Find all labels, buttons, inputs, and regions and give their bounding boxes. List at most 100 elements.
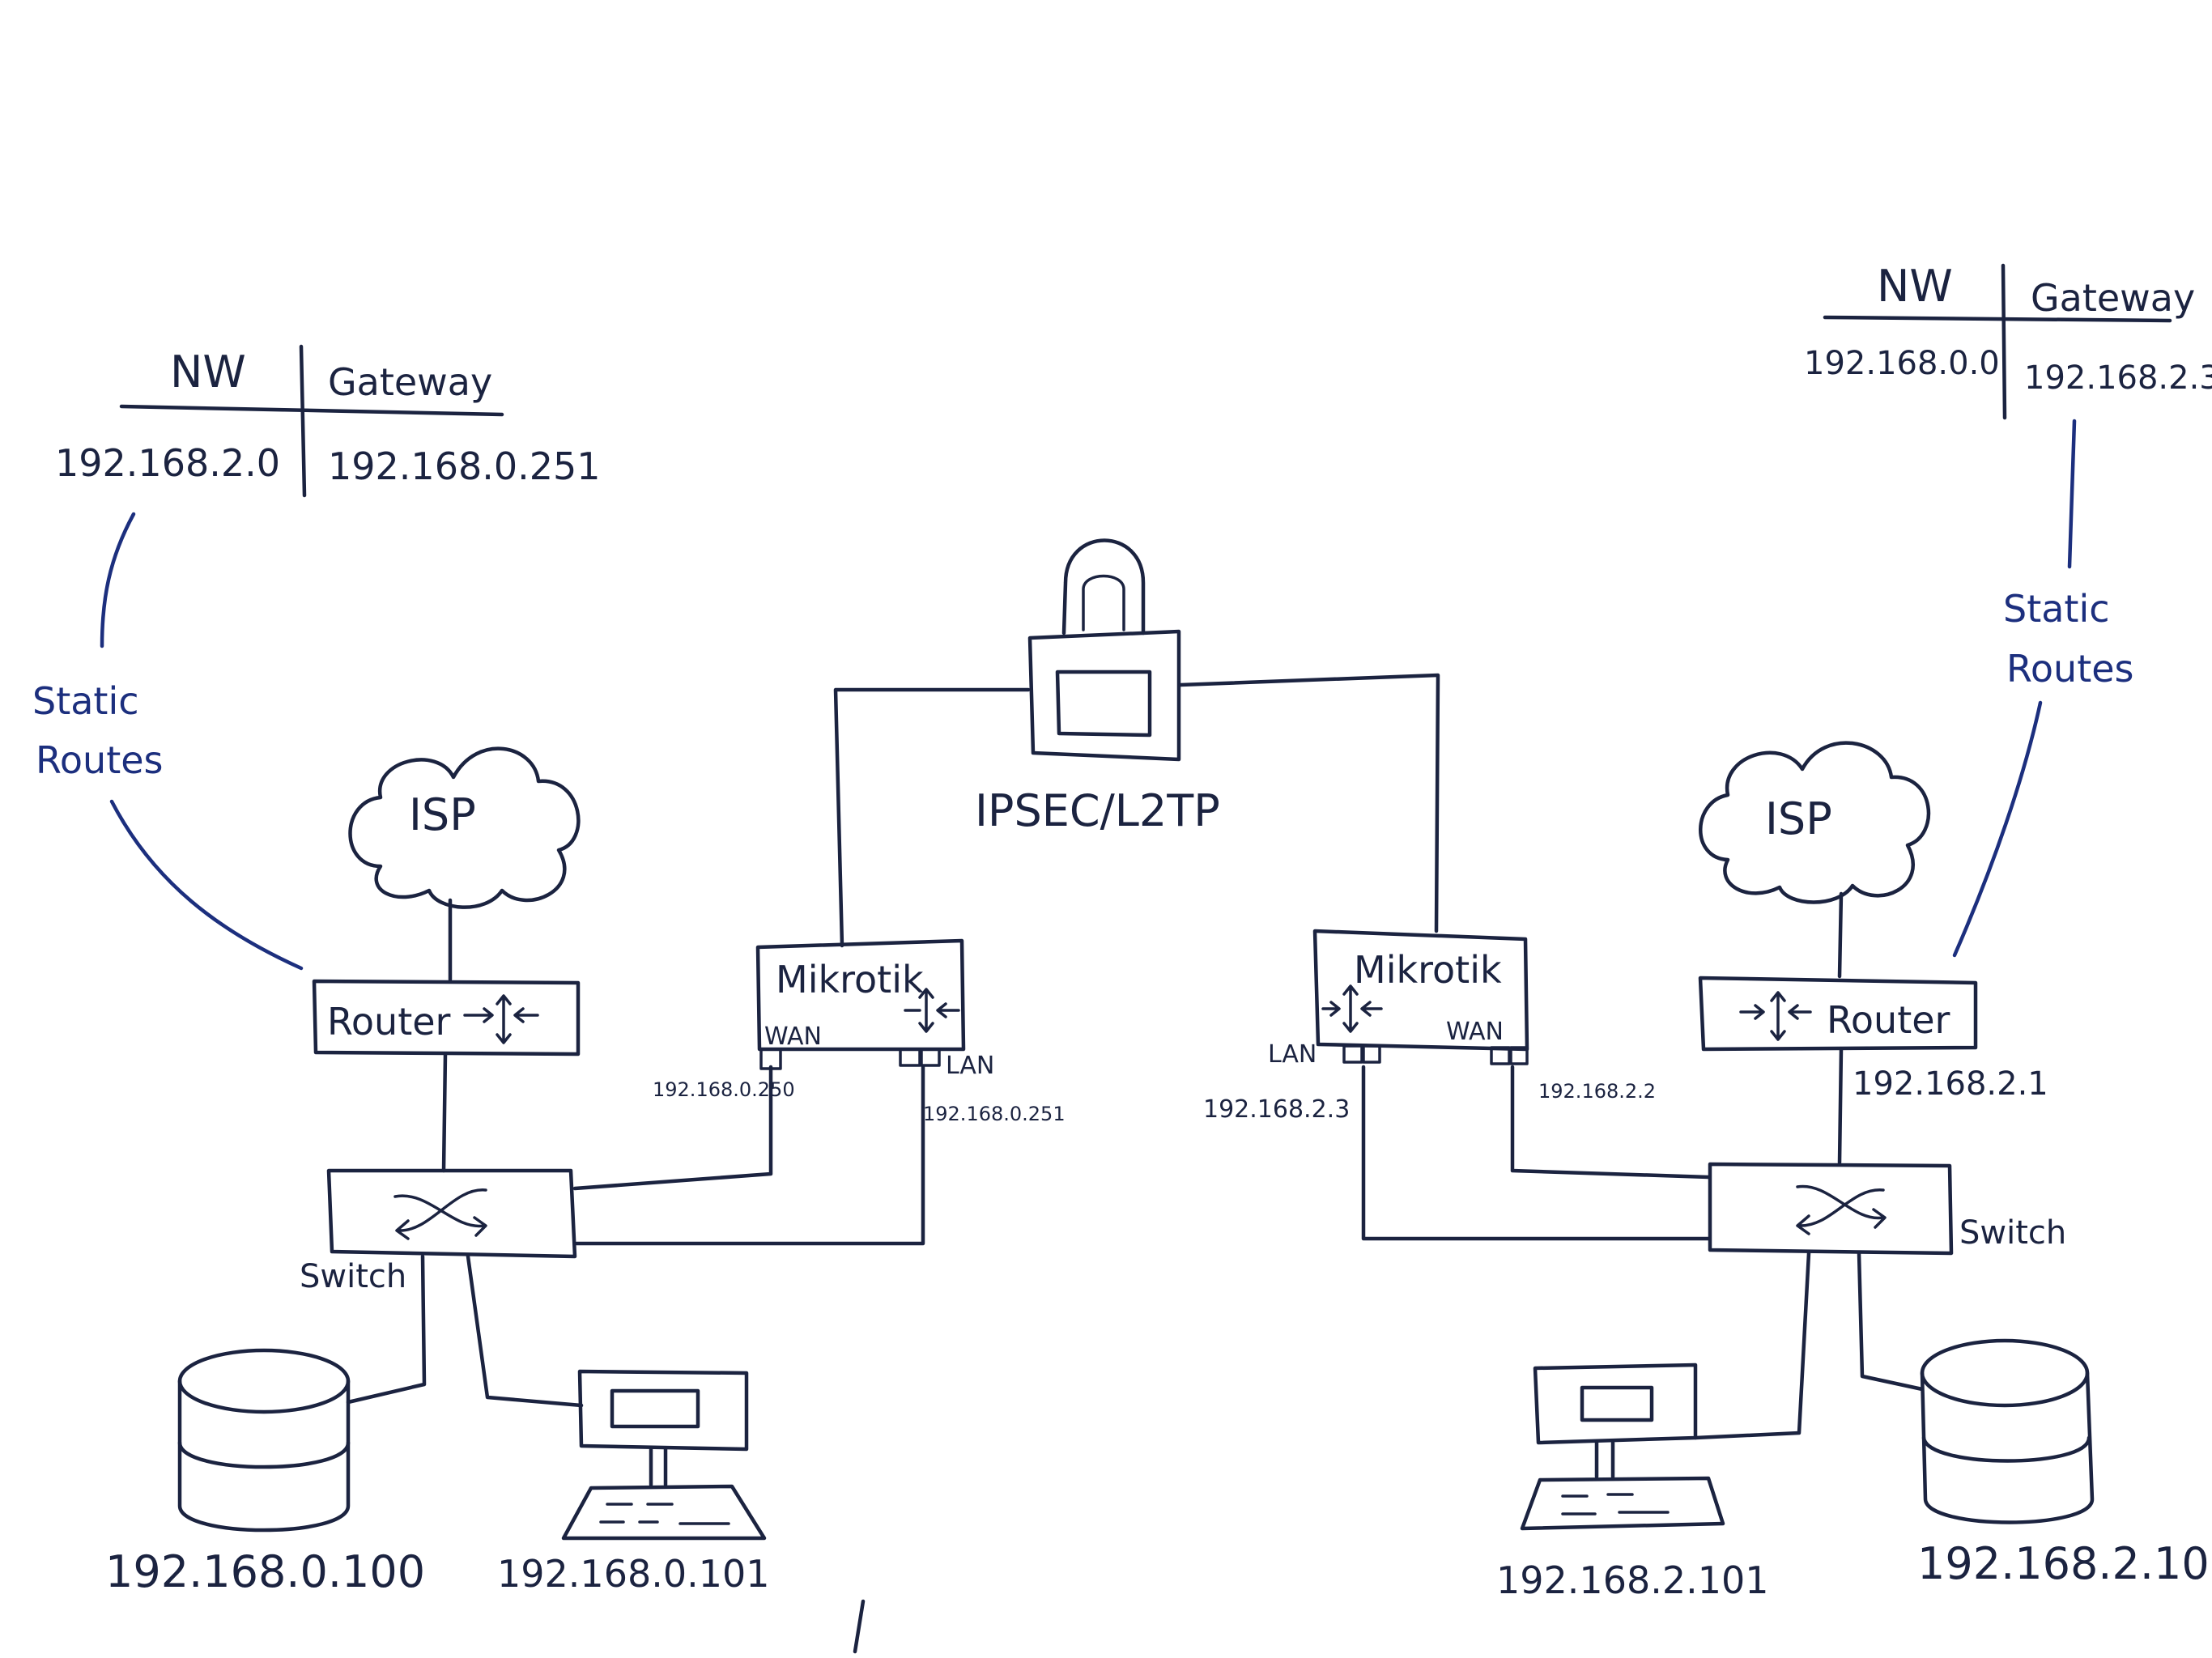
right-router: Router 192.168.2.1 xyxy=(1698,976,2048,1103)
right-mikrotik-label: Mikrotik xyxy=(1354,948,1502,992)
right-server-ip: 192.168.2.100 xyxy=(1917,1538,2212,1589)
left-table-col-gateway: Gateway xyxy=(328,360,492,404)
left-pc-screen xyxy=(610,1388,700,1429)
left-mikrotik-tunnel-cable xyxy=(833,687,1031,948)
right-table-nw-value: 192.168.0.0 xyxy=(1804,345,2000,382)
left-switch-mikrotik-lan-cable xyxy=(574,1065,925,1246)
right-pc-keyboard xyxy=(1520,1476,1725,1531)
left-isp-cloud: ISP xyxy=(348,746,581,909)
left-table-col-nw: NW xyxy=(170,346,246,397)
right-table-col-nw: NW xyxy=(1877,261,1953,312)
right-switch: Switch xyxy=(1708,1162,2066,1256)
right-mikrotik-wan-port-2 xyxy=(1509,1046,1529,1065)
right-router-label: Router xyxy=(1827,998,1950,1042)
left-table-gateway-value: 192.168.0.251 xyxy=(328,444,601,488)
right-isp-cloud: ISP xyxy=(1699,741,1931,904)
left-pc-ip: 192.168.0.101 xyxy=(497,1552,770,1596)
left-mikrotik-wan-ip: 192.168.0.250 xyxy=(653,1078,795,1101)
left-routing-table: NW Gateway 192.168.2.0 192.168.0.251 xyxy=(55,344,601,498)
right-switch-label: Switch xyxy=(1959,1214,2066,1252)
left-switch-box xyxy=(326,1168,577,1259)
left-mikrotik-arrows-icon xyxy=(904,988,960,1033)
right-switch-mikrotik-lan-cable xyxy=(1361,1065,1711,1241)
right-switch-mikrotik-wan-cable xyxy=(1510,1065,1711,1180)
left-mikrotik-lan-port-1 xyxy=(899,1048,921,1067)
left-server-top xyxy=(177,1348,351,1414)
left-pc: 192.168.0.101 xyxy=(497,1369,770,1596)
right-router-box xyxy=(1698,976,1978,1052)
right-mikrotik: Mikrotik WAN LAN 192.168.2.3 192.168.2.2 xyxy=(1203,929,1656,1124)
left-table-nw-value: 192.168.2.0 xyxy=(55,441,280,485)
lock-shackle-inner xyxy=(1082,574,1125,631)
right-table-col-gateway: Gateway xyxy=(2031,276,2195,320)
left-switch: Switch xyxy=(300,1168,577,1295)
left-switch-arrows-icon xyxy=(393,1188,487,1240)
right-router-ip: 192.168.2.1 xyxy=(1853,1065,2048,1103)
left-mikrotik-lan-label: LAN xyxy=(946,1052,994,1080)
left-table-header-line xyxy=(119,404,504,417)
right-router-arrows-icon xyxy=(1739,991,1812,1041)
right-routing-table: NW Gateway 192.168.0.0 192.168.2.3 xyxy=(1804,261,2212,420)
left-static-routes: Static Routes xyxy=(32,512,304,971)
right-isp-label: ISP xyxy=(1765,793,1832,844)
right-static-routes-arrow-top xyxy=(2067,419,2077,569)
right-mikrotik-wan-port-1 xyxy=(1490,1046,1511,1065)
right-mikrotik-lan-ip: 192.168.2.3 xyxy=(1203,1095,1350,1124)
right-mikrotik-wan-ip: 192.168.2.2 xyxy=(1538,1080,1656,1103)
left-mikrotik-box xyxy=(755,938,966,1052)
right-pc: 192.168.2.101 xyxy=(1496,1363,1769,1602)
right-switch-pc-cable xyxy=(1693,1251,1811,1440)
right-mikrotik-tunnel-cable xyxy=(1178,673,1440,933)
left-mikrotik: Mikrotik WAN LAN 192.168.0.250 192.168.0… xyxy=(653,938,1066,1125)
left-switch-mikrotik-wan-cable xyxy=(572,1065,773,1191)
left-server-band xyxy=(177,1440,351,1469)
right-table-header-line xyxy=(1823,315,2172,323)
ipsec-lock: IPSEC/L2TP xyxy=(975,538,1220,836)
left-pc-stand xyxy=(649,1447,668,1487)
left-mikrotik-lan-port-2 xyxy=(920,1048,941,1067)
left-isp-label: ISP xyxy=(409,789,476,840)
left-server-body xyxy=(177,1379,351,1533)
left-switch-server-cable xyxy=(346,1254,427,1405)
right-pc-keys xyxy=(1561,1493,1670,1516)
right-routes-label: Routes xyxy=(2006,647,2134,691)
left-server-ip: 192.168.0.100 xyxy=(105,1546,425,1597)
right-server-band xyxy=(1921,1435,2091,1463)
left-pc-keyboard xyxy=(561,1484,767,1541)
tunnel-label: IPSEC/L2TP xyxy=(975,785,1220,836)
lock-window xyxy=(1055,670,1152,738)
right-server: 192.168.2.100 xyxy=(1917,1338,2212,1589)
left-isp-cloud-shape xyxy=(348,746,581,909)
left-mikrotik-wan-label: WAN xyxy=(764,1022,822,1051)
right-table-divider xyxy=(2001,263,2007,420)
stray-pen-mark xyxy=(853,1599,866,1654)
right-isp-router-cable xyxy=(1837,891,1844,979)
right-mikrotik-arrows-icon xyxy=(1321,984,1383,1033)
right-mikrotik-lan-label: LAN xyxy=(1268,1040,1317,1069)
right-pc-ip: 192.168.2.101 xyxy=(1496,1558,1769,1602)
left-router: Router xyxy=(312,979,581,1056)
right-pc-monitor xyxy=(1533,1363,1698,1445)
right-pc-stand xyxy=(1594,1440,1615,1479)
right-switch-arrows-icon xyxy=(1796,1184,1887,1235)
left-static-label: Static xyxy=(32,679,139,723)
left-table-divider xyxy=(299,344,307,498)
right-switch-server-cable xyxy=(1857,1251,1925,1392)
left-static-routes-arrow-bottom xyxy=(109,799,304,971)
lock-shackle xyxy=(1061,538,1146,636)
right-mikrotik-lan-port-2 xyxy=(1362,1044,1381,1064)
right-pc-screen xyxy=(1580,1385,1654,1422)
left-switch-label: Switch xyxy=(300,1258,406,1295)
left-mikrotik-wan-port xyxy=(759,1048,782,1070)
lock-body xyxy=(1027,629,1181,762)
left-router-switch-cable xyxy=(441,1052,448,1173)
right-server-top xyxy=(1920,1338,2090,1408)
left-switch-pc-cable xyxy=(466,1254,584,1408)
left-router-label: Router xyxy=(327,1000,451,1044)
right-static-routes: Static Routes xyxy=(1952,419,2134,958)
left-mikrotik-lan-ip: 192.168.0.251 xyxy=(923,1103,1066,1125)
right-mikrotik-lan-port-1 xyxy=(1342,1044,1363,1064)
right-switch-box xyxy=(1708,1162,1954,1256)
right-isp-cloud-shape xyxy=(1699,741,1931,904)
